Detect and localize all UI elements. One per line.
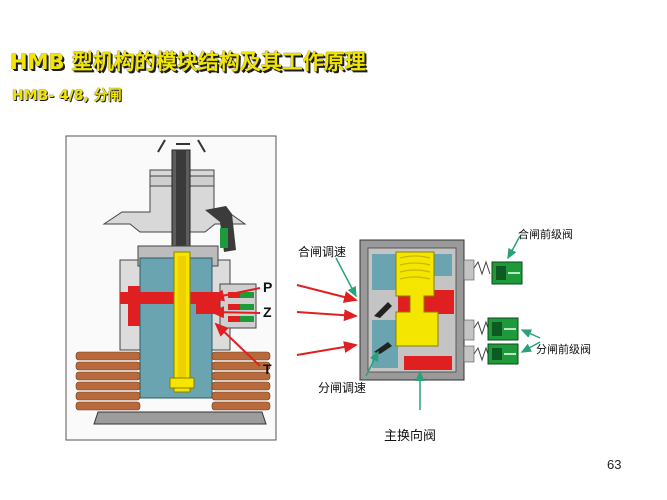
main-reversing-valve	[359, 239, 465, 381]
open-speed-leader	[365, 350, 379, 377]
port-z-label: Z	[263, 304, 272, 320]
slide-subtitle: HMB- 4/8, 分闸	[12, 88, 122, 104]
port-p-label: P	[263, 279, 272, 295]
p-arrow	[210, 287, 261, 302]
open-speed-label: 分闸调速	[318, 381, 366, 395]
open-pilot-valve-lower	[487, 343, 519, 365]
close-speed-leader	[335, 257, 357, 298]
close-pilot-label: 合闸前级阀	[518, 227, 573, 241]
close-pilot-leader	[507, 235, 521, 260]
port-t-label: T	[263, 361, 272, 377]
open-pilot-valve-upper	[487, 317, 519, 341]
main-valve-label: 主换向阀	[384, 428, 436, 444]
close-speed-label: 合闸调速	[298, 244, 346, 259]
open-pilot-leader-a	[520, 329, 541, 339]
actuator-cross-section	[65, 135, 277, 441]
left-disc-springs	[75, 351, 141, 411]
page-number: 63	[607, 457, 622, 472]
slide-title: HMB 型机构的模块结构及其工作原理	[10, 50, 366, 74]
z-arrow	[210, 306, 261, 319]
close-pilot-valve	[491, 261, 523, 285]
open-pilot-leader-b	[520, 341, 541, 353]
t-arrow	[214, 322, 261, 367]
right-disc-springs	[211, 351, 271, 411]
open-pilot-label: 分闸前级阀	[536, 342, 591, 356]
pilot-valve-stack	[463, 259, 523, 365]
